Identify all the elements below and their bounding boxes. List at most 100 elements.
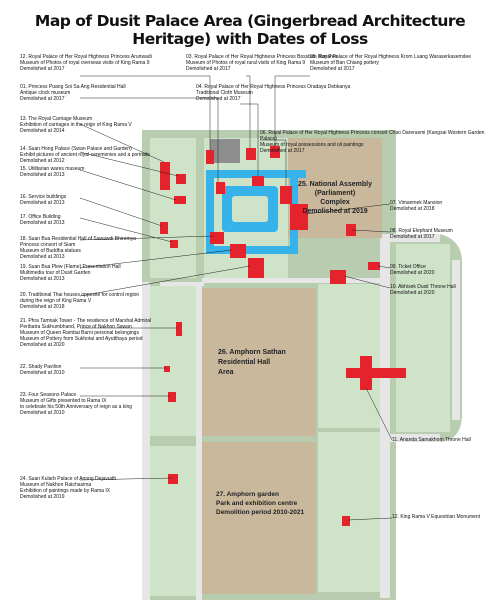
area-amphorn-garden: 27. Amphorn garden Park and exhibition c… — [216, 491, 305, 516]
moat-island — [232, 196, 268, 222]
building-17 — [170, 240, 178, 248]
label-text: 13. The Royal Carriage Museum Exhibition… — [20, 116, 132, 128]
label-date: Demolished at 2013 — [20, 172, 65, 178]
building-05 — [270, 146, 280, 158]
label-date: Demolished at 2020 — [20, 342, 65, 348]
label-text: 03. Royal Palace of Her Royal Highness P… — [186, 54, 338, 66]
label-text: 01. Princess Puang Soi Sa Ang Residentia… — [20, 84, 126, 96]
building-15 — [174, 196, 186, 204]
building-13 — [160, 162, 170, 190]
label-l06: 06. Royal Palace of Her Royal Highness P… — [260, 130, 500, 154]
label-text: 08. Royal Elephant Museum — [390, 228, 453, 234]
label-date: Demolished at 2013 — [20, 276, 65, 282]
label-l05: 05. Royal Palace of Her Royal Highness K… — [310, 54, 471, 72]
building-03 — [246, 148, 256, 160]
label-date: Demolished at 2013 — [20, 200, 65, 206]
label-text: 21. Phra Tamnak Tower - The residence of… — [20, 318, 152, 342]
building-12 — [206, 150, 214, 164]
label-date: Demolished at 2013 — [20, 220, 65, 226]
label-text: 10. Abhisek Dusit Throne Hall — [390, 284, 456, 290]
label-date: Demolished at 2017 — [390, 234, 435, 240]
building-14 — [176, 174, 186, 184]
building-10 — [330, 270, 346, 284]
label-l18: 18. Suan Bua Residential Hall of Sawawdi… — [20, 236, 136, 260]
building-16 — [160, 222, 168, 234]
building-08 — [346, 224, 356, 236]
label-l14: 14. Suan Hong Palace (Swan Palace and Ga… — [20, 146, 150, 164]
label-l03: 03. Royal Palace of Her Royal Highness P… — [186, 54, 337, 72]
label-date: Demolished at 2010 — [20, 370, 65, 376]
label-text: 15. Utilitarian wares museum — [20, 166, 85, 172]
label-text: 07. Vimanmek Mansion — [390, 200, 443, 206]
buildings — [160, 146, 406, 526]
label-date: Demolished at 2017 — [310, 66, 355, 72]
label-date: Demolished at 2017 — [186, 66, 231, 72]
label-text: 22. Shady Pavilion — [20, 364, 62, 370]
building-18 — [210, 232, 224, 244]
label-date: Demolished at 2014 — [20, 128, 65, 134]
label-text: 18. Suan Bua Residential Hall of Sawawdi… — [20, 236, 136, 254]
label-date: Demolished at 2018 — [390, 206, 435, 212]
amphorn-garden-area — [202, 442, 316, 594]
building-09 — [368, 262, 380, 270]
label-date: Demolished at 2012 — [20, 158, 65, 164]
building-04 — [252, 176, 264, 186]
roads — [142, 234, 460, 600]
map-title: Map of Dusit Palace Area (Gingerbread Ar… — [34, 12, 466, 48]
label-l23: 23. Four Seasons Palace Museum of Gifts … — [20, 392, 132, 416]
label-text: 16. Service buildings — [20, 194, 67, 200]
building-06 — [280, 186, 292, 204]
label-l12b: 12. King Rama V Equestrian Monument — [392, 514, 480, 520]
label-text: 19. Suan Bua Plew (Flame) Presentation H… — [20, 264, 121, 276]
building-11b — [360, 356, 372, 390]
label-l13: 13. The Royal Carriage Museum Exhibition… — [20, 116, 132, 134]
label-l11: 11. Ananda Samakhom Throne Hall — [392, 437, 471, 443]
label-date: Demolished at 2010 — [20, 410, 65, 416]
building-24 — [168, 474, 178, 484]
label-l20: 20. Traditional Thai houses opposite for… — [20, 292, 139, 310]
label-text: 11. Ananda Samakhom Throne Hall — [392, 437, 471, 443]
label-text: 20. Traditional Thai houses opposite for… — [20, 292, 140, 304]
label-date: Demolished at 2020 — [390, 270, 435, 276]
label-text: 24. Suan Kularb Palace of Anong Dejavudh… — [20, 476, 117, 494]
label-date: Demolished at 2013 — [20, 254, 65, 260]
label-date: Demolished at 2020 — [390, 290, 435, 296]
building-22 — [164, 366, 170, 372]
building-21 — [176, 322, 182, 336]
label-l01: 01. Princess Puang Soi Sa Ang Residentia… — [20, 84, 126, 102]
label-text: 17. Office Building — [20, 214, 61, 220]
leader-lines — [79, 75, 393, 521]
parking-block — [210, 139, 240, 163]
label-l24: 24. Suan Kularb Palace of Anong Dejavudh… — [20, 476, 116, 500]
label-text: 09. Ticket Office — [390, 264, 426, 270]
lawns — [150, 138, 450, 596]
label-date: Demolished at 2017 — [20, 96, 65, 102]
label-text: 23. Four Seasons Palace Museum of Gifts … — [20, 392, 133, 410]
area-amphorn-hall: 26. Amphorn Sathan Residential Hall Area — [218, 349, 286, 376]
label-text: 12. King Rama V Equestrian Monument — [392, 514, 481, 520]
label-l19: 19. Suan Bua Plew (Flame) Presentation H… — [20, 264, 121, 282]
label-date: Demolished at 2018 — [20, 304, 65, 310]
area-parliament: 25. National Assembly (Parliament) Compl… — [297, 181, 373, 215]
building-01 — [216, 182, 225, 194]
building-07 — [290, 204, 308, 230]
building-19 — [230, 244, 246, 258]
label-date: Demolished at 2019 — [20, 494, 65, 500]
label-text: 04. Royal Palace of Her Royal Highness P… — [196, 84, 351, 96]
label-text: 12. Royal Palace of Her Royal Highness P… — [20, 54, 152, 66]
label-text: 05. Royal Palace of Her Royal Highness K… — [310, 54, 472, 66]
building-11a — [346, 368, 406, 378]
amphorn-hall-area — [202, 288, 316, 436]
label-date: Demolished at 2017 — [20, 66, 65, 72]
building-20 — [248, 258, 264, 278]
label-l21: 21. Phra Tamnak Tower - The residence of… — [20, 318, 151, 348]
label-text: 14. Suan Hong Palace (Swan Palace and Ga… — [20, 146, 150, 158]
